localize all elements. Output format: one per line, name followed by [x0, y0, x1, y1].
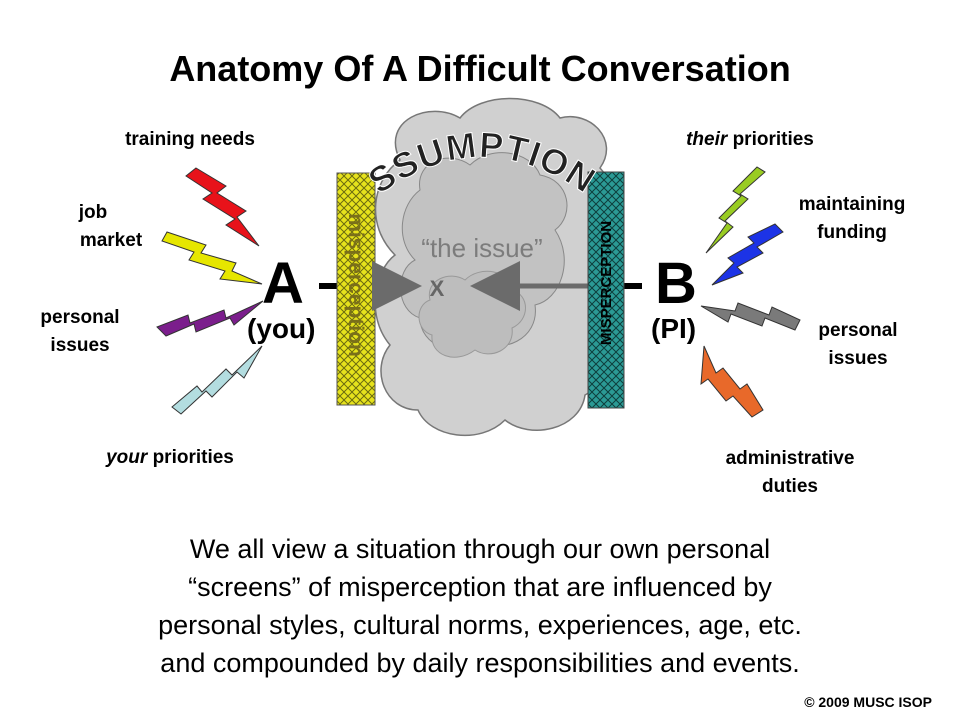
bolt-your-priorities [171, 345, 263, 415]
the-issue-label: “the issue” [421, 233, 542, 263]
bolt-personal-issues-right [700, 302, 801, 331]
label-job-market: job market [78, 202, 143, 251]
slide-title: Anatomy Of A Difficult Conversation [169, 48, 791, 89]
explanation-line: “screens” of misperception that are infl… [188, 572, 772, 602]
issue-x-mark: X [430, 276, 445, 301]
label-maintaining-funding: maintaining funding [798, 194, 906, 243]
bolt-maintaining-funding [711, 223, 784, 286]
party-b-role: (PI) [651, 313, 697, 344]
label-your-priorities: your priorities [106, 447, 234, 468]
explanation-line: We all view a situation through our own … [189, 534, 771, 564]
bolt-job-market [161, 231, 263, 285]
bolt-training-needs [185, 167, 260, 247]
party-a-letter: A [262, 251, 304, 316]
label-personal-issues-right: personal issues [818, 320, 898, 369]
label-their-priorities: their priorities [686, 129, 814, 150]
explanation-line: personal styles, cultural norms, experie… [158, 610, 802, 640]
label-administrative-duties: administrative duties [725, 448, 855, 497]
connector-dash-a [319, 283, 337, 289]
bolt-personal-issues-left [156, 300, 264, 337]
label-personal-issues-left: personal issues [40, 307, 120, 356]
screen-right [587, 171, 625, 409]
bolt-their-priorities [705, 166, 766, 254]
party-a-role: (you) [247, 313, 316, 344]
screen-left [336, 172, 376, 406]
assumptions-cloud [374, 97, 622, 437]
party-b-letter: B [655, 251, 697, 316]
explanation-line: and compounded by daily responsibilities… [160, 648, 800, 678]
explanation-paragraph: We all view a situation through our own … [60, 530, 900, 682]
connector-dash-b [624, 283, 642, 289]
copyright-notice: © 2009 MUSC ISOP [804, 694, 932, 710]
screen-right-label: MISPERCEPTION [598, 221, 615, 345]
bolt-administrative-duties [700, 345, 764, 418]
screen-left-label: misperception [344, 213, 367, 357]
label-training-needs: training needs [125, 129, 255, 150]
